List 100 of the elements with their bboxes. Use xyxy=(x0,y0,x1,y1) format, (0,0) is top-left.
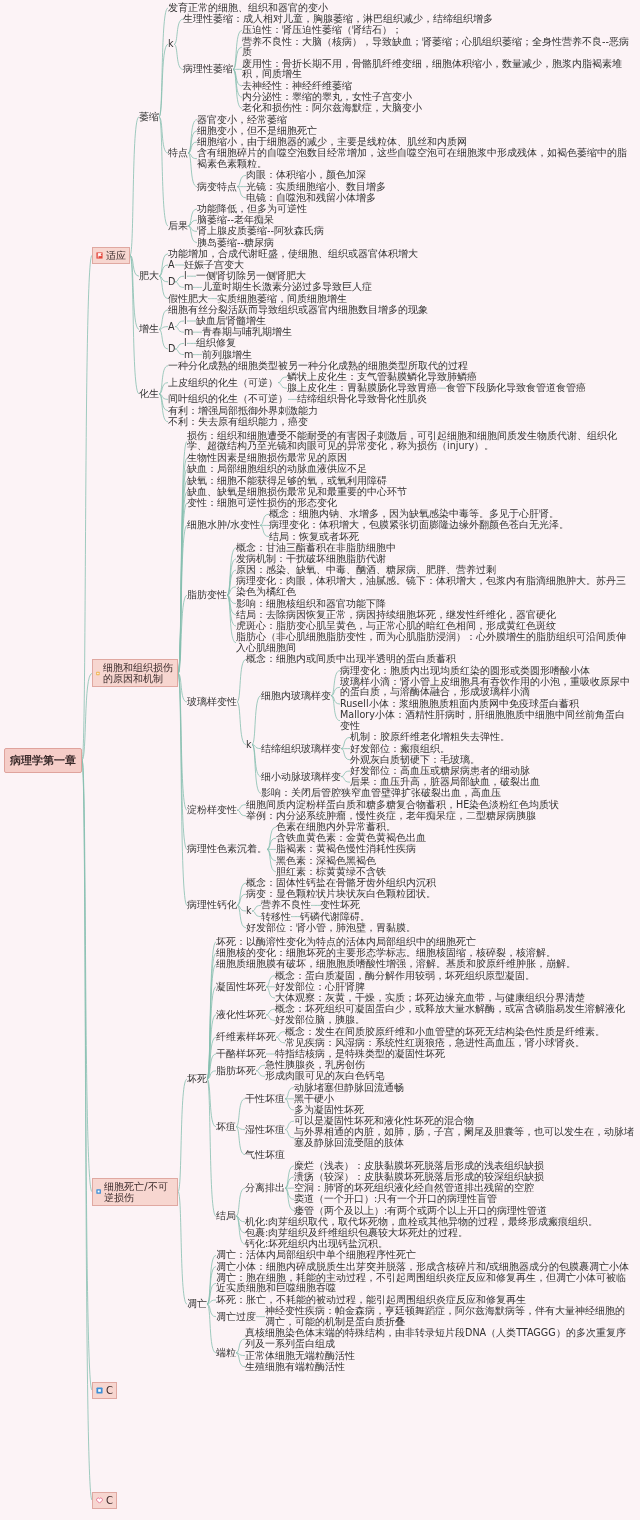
topic-label: 电镜：自噬泡和残留小体增多 xyxy=(246,192,376,204)
branch-line xyxy=(340,770,351,777)
branch-topic-box xyxy=(92,659,178,688)
topic-label: 病变特点 xyxy=(197,181,237,192)
topic-label: 纤维素样坏死 xyxy=(216,1032,276,1043)
topic-label: 黑干硬小 xyxy=(294,1093,334,1105)
topic-label: 好发部位：瘢痕组织。 xyxy=(350,743,450,754)
topic-label: 结缔组织玻璃样变 xyxy=(261,743,341,754)
branch-line xyxy=(158,393,169,400)
branch-line xyxy=(236,175,247,187)
topic-label: 特指结核病，是特殊类型的凝固性坏死 xyxy=(275,1049,445,1060)
branch-line xyxy=(330,695,341,705)
topic-label: 肥大 xyxy=(139,271,159,282)
branch-line xyxy=(340,776,351,783)
branch-line xyxy=(259,525,270,537)
topic-label: 青春期与哺乳期增生 xyxy=(202,327,292,338)
branch-line xyxy=(284,1187,295,1200)
topic-label: 生理性萎缩：成人相对儿童，胸腺萎缩，淋巴组织减少，结缔组织增多 xyxy=(183,14,493,25)
branch-line xyxy=(174,320,185,327)
topic-label: 分离排出 xyxy=(245,1183,285,1194)
topic-label: 适应 xyxy=(106,249,126,261)
branch-line xyxy=(206,1303,217,1318)
topic-label: 病理变化：胞质内出现均质红染的圆形或类圆形嗜酸小体 xyxy=(340,665,590,676)
topic-label: 损伤：组织和细胞遭受不能耐受的有害因子刺激后，可引起细胞和细胞间质发生物质代谢、组织化学、超微结构乃至光镜和肉眼可见的异常变化，称为损伤（injury）。 xyxy=(187,431,634,452)
branch-line xyxy=(187,152,198,160)
branch-line xyxy=(340,737,351,749)
branch-line xyxy=(177,594,188,674)
topic-label: 组织修复 xyxy=(196,338,236,349)
branch-line xyxy=(265,1014,276,1021)
topic-label: 胰岛萎缩--糖尿病 xyxy=(197,237,274,248)
branch-line xyxy=(236,882,247,906)
topic-label: 干性坏疽 xyxy=(245,1093,285,1105)
topic-label: 细胞死亡/不可逆损伤 xyxy=(104,1180,169,1203)
branch-line xyxy=(187,219,198,227)
branch-line xyxy=(290,916,301,917)
topic-label: 变性：细胞可逆性损伤的形态变化 xyxy=(187,498,337,509)
branch-line xyxy=(226,569,237,596)
topic-label: 结缔组织骨化导致骨化性肌炎 xyxy=(297,394,427,405)
topic-label: l xyxy=(184,338,187,349)
branch-line xyxy=(236,659,247,703)
topic-label: 坏疽 xyxy=(216,1121,236,1133)
branch-line xyxy=(186,343,197,344)
topic-label: 溃疡（较深）：皮肤黏膜坏死脱落后形成的较深组织缺损 xyxy=(294,1172,544,1183)
branch-line xyxy=(158,275,169,299)
branch-line xyxy=(81,759,93,1192)
branch-line xyxy=(330,686,341,697)
topic-label: 细胞水肿/水变性 xyxy=(187,520,261,531)
branch-line xyxy=(284,1176,295,1189)
branch-line xyxy=(174,275,185,283)
branch-line xyxy=(275,1036,286,1044)
branch-line xyxy=(330,670,341,697)
topic-label: 气性坏疽 xyxy=(245,1149,285,1160)
branch-line xyxy=(226,586,237,596)
topic-label: 结局：去除病因恢复正常，病因持续细胞坏死，继发性纤维化，器官硬化 xyxy=(236,609,556,621)
topic-label: 机制：胶原纤维老化增粗失去弹性。 xyxy=(350,732,510,743)
topic-label: 细胞缩小，由于细胞器的减少，主要是线粒体、肌丝和内质网 xyxy=(197,137,467,148)
topic-label: 前列腺增生 xyxy=(202,349,252,360)
topic-label: 窦道（一个开口）:只有一个开口的病理性盲管 xyxy=(294,1194,498,1205)
topic-label: 玻璃样变性 xyxy=(187,696,237,708)
branch-line xyxy=(81,673,93,761)
topic-label: 老化和损伤性：阿尔兹海默症，大脑变小 xyxy=(242,103,422,114)
topic-label: Mallory小体：酒精性肝病时，肝细胞胞质中细胞中间丝前角蛋白变性 xyxy=(340,710,634,731)
topic-label: 细胞内玻璃样变 xyxy=(261,690,331,702)
topic-label: 形成肉眼可见的灰白色钙皂 xyxy=(265,1071,385,1082)
branch-line xyxy=(236,186,247,199)
branch-line xyxy=(173,43,184,70)
branch-line xyxy=(284,1098,295,1111)
topic-label: 脑萎缩--老年痴呆 xyxy=(197,215,274,226)
branch-line xyxy=(187,141,198,154)
topic-label: 好发部位：高血压或糖尿病患者的细动脉 xyxy=(350,766,530,777)
topic-label: 外观灰白质韧硬下：毛玻璃。 xyxy=(350,754,480,766)
branch-line xyxy=(235,1126,246,1155)
topic-label: 含铁血黄色素：金黄色黄褐色出血 xyxy=(276,833,426,844)
topic-label: 脂肪坏死 xyxy=(216,1065,256,1077)
branch-line xyxy=(251,695,262,745)
topic-label: 增生 xyxy=(139,324,159,335)
topic-label: 端粒 xyxy=(216,1347,236,1359)
branch-line xyxy=(187,208,198,227)
topic-label: 腺上皮化生：胃黏膜肠化导致胃癌 xyxy=(287,383,437,394)
topic-label: 鳞状上皮化生：支气管黏膜鳞化导致肺鳞癌 xyxy=(287,372,477,383)
branch-line xyxy=(284,1087,295,1100)
branch-line xyxy=(236,701,247,745)
branch-line xyxy=(158,7,169,118)
branch-line xyxy=(187,225,198,243)
branch-line xyxy=(236,804,247,811)
branch-line xyxy=(235,1187,246,1217)
branch-line xyxy=(207,298,218,299)
topic-label: 急性胰腺炎，乳房创伤 xyxy=(265,1060,365,1071)
branch-line xyxy=(192,354,203,355)
topic-label: 发育正常的细胞、组织和器官的变小 xyxy=(168,3,328,14)
topic-label: 肾上腺皮质萎缩--阿狄森氏病 xyxy=(197,226,324,237)
topic-label: 压迫性：肾压迫性萎缩（肾结石）； xyxy=(242,25,402,36)
topic-label: 一侧肾切除另一侧肾肥大 xyxy=(196,271,306,282)
topic-label: 废用性：骨折长期不用，骨骼肌纤维变细，细胞体积缩小，数量减少，胞浆内脂褐素堆积，间质增生 xyxy=(242,58,634,80)
topic-label: A xyxy=(168,260,175,271)
topic-label: C xyxy=(106,1494,113,1506)
topic-label: 细胞和组织损伤的原因和机制 xyxy=(102,662,174,685)
topic-label: 机化:肉芽组织取代，取代坏死物，血栓或其他异物的过程，最终形成瘢痕组织。 xyxy=(245,1216,599,1228)
topic-label: 瘘管（两个及以上）:有两个或两个以上开口的病理性管道 xyxy=(294,1205,548,1216)
topic-label: 好发部位：心肝肾脾 xyxy=(275,981,365,993)
